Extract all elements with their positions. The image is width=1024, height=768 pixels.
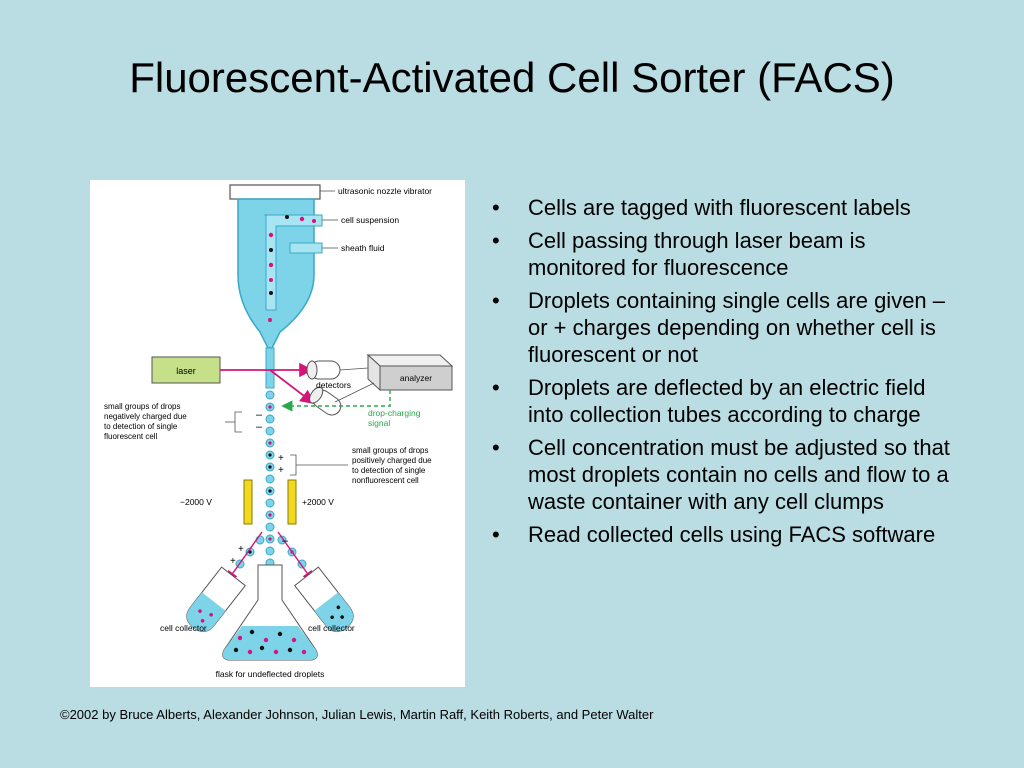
label-flask: flask for undeflected droplets xyxy=(216,669,325,679)
drop-charging-line xyxy=(281,390,391,412)
waste-flask xyxy=(222,564,318,661)
cell-collector-right xyxy=(294,566,354,633)
facs-diagram: ultrasonic nozzle vibrator cell suspensi… xyxy=(90,180,465,687)
label-detectors: detectors xyxy=(316,380,351,390)
minus-mark-2: – xyxy=(256,421,263,433)
label-drop-charging-2: signal xyxy=(368,418,390,428)
label-neg-1: small groups of drops xyxy=(104,402,180,411)
label-neg-voltage: −2000 V xyxy=(180,497,212,507)
label-neg-2: negatively charged due xyxy=(104,412,187,421)
label-collector-left: cell collector xyxy=(160,623,207,633)
plus-mark-2: + xyxy=(278,465,284,476)
bullet-item: Droplets are deflected by an electric fi… xyxy=(486,374,966,428)
label-pos-voltage: +2000 V xyxy=(302,497,334,507)
label-neg-3: to detection of single xyxy=(104,422,178,431)
deflected-stream-left: + + xyxy=(226,531,265,583)
detector-top xyxy=(306,360,341,380)
detector-bottom xyxy=(309,386,342,416)
deflected-stream-right: – xyxy=(277,531,314,583)
svg-text:–: – xyxy=(282,535,289,547)
slide-title: Fluorescent-Activated Cell Sorter (FACS) xyxy=(129,54,895,101)
label-drop-charging-1: drop-charging xyxy=(368,408,421,418)
minus-mark-1: – xyxy=(256,409,263,421)
bullet-item: Cell concentration must be adjusted so t… xyxy=(486,434,966,515)
bullet-item: Cells are tagged with fluorescent labels xyxy=(486,194,966,221)
svg-text:+: + xyxy=(230,556,236,567)
label-pos-3: to detection of single xyxy=(352,466,426,475)
label-pos-2: positively charged due xyxy=(352,456,432,465)
bullet-item: Read collected cells using FACS software xyxy=(486,521,966,548)
cell-collector-left xyxy=(186,566,246,633)
sheath-inlet xyxy=(289,242,323,254)
suspension-cells xyxy=(268,215,316,322)
nozzle-vibrator xyxy=(229,184,321,200)
scatter-beam xyxy=(269,369,315,405)
plus-mark-1: + xyxy=(278,453,284,464)
svg-text:+: + xyxy=(238,544,244,555)
bullet-list: Cells are tagged with fluorescent labels… xyxy=(486,194,966,554)
label-sheath-fluid: sheath fluid xyxy=(341,243,385,253)
label-laser: laser xyxy=(176,366,196,376)
analyzer-box xyxy=(366,353,454,392)
bullet-item: Droplets containing single cells are giv… xyxy=(486,287,966,368)
label-pos-4: nonfluorescent cell xyxy=(352,476,419,485)
deflection-plate-negative xyxy=(243,479,253,525)
label-pos-1: small groups of drops xyxy=(352,446,428,455)
label-collector-right: cell collector xyxy=(308,623,355,633)
bullet-item: Cell passing through laser beam is monit… xyxy=(486,227,966,281)
suspension-tube xyxy=(263,214,323,311)
copyright-credit: ©2002 by Bruce Alberts, Alexander Johnso… xyxy=(60,707,654,722)
label-analyzer: analyzer xyxy=(400,373,432,383)
facs-diagram-svg: ultrasonic nozzle vibrator cell suspensi… xyxy=(104,184,454,679)
deflection-plate-positive xyxy=(287,479,297,525)
label-nozzle-vibrator: ultrasonic nozzle vibrator xyxy=(338,186,432,196)
label-cell-suspension: cell suspension xyxy=(341,215,399,225)
label-neg-4: fluorescent cell xyxy=(104,432,158,441)
